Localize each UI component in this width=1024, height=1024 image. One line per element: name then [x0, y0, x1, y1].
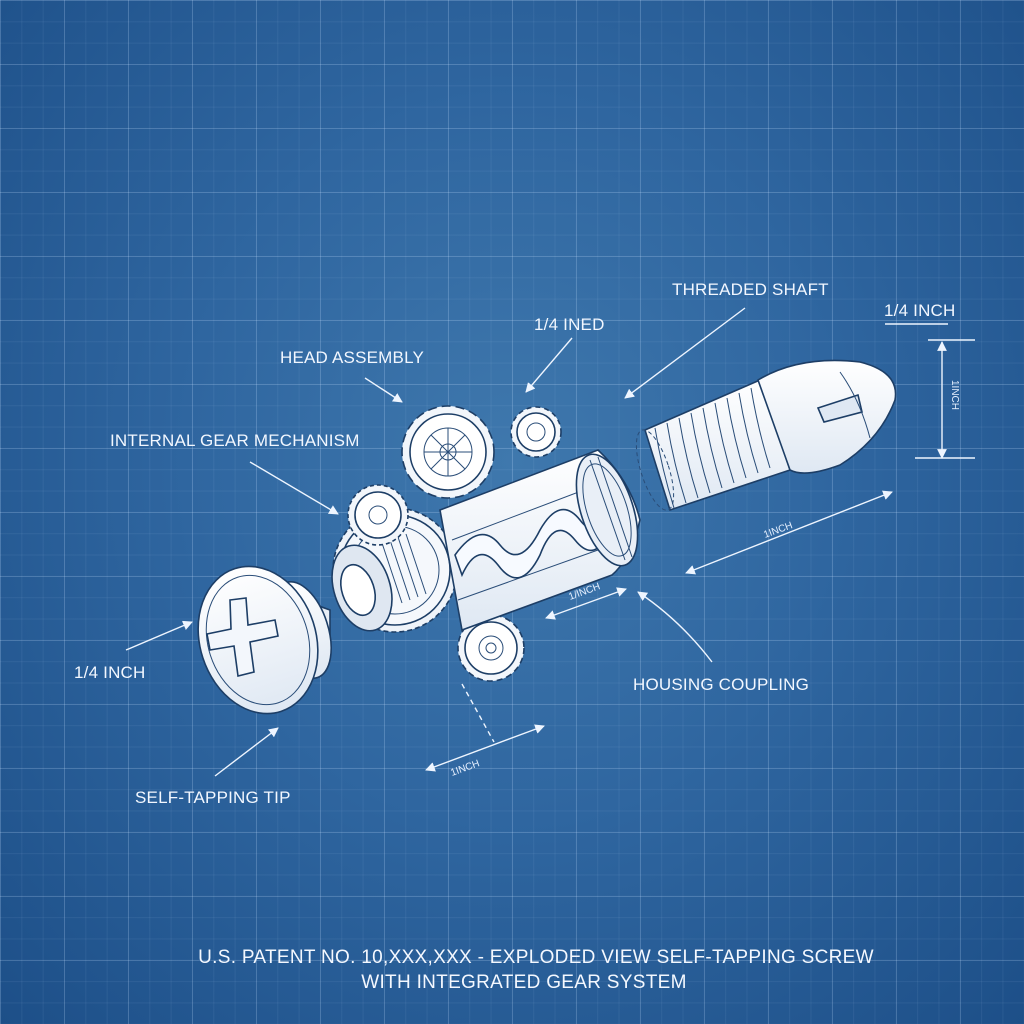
- gear-spur-teeth: [381, 533, 427, 604]
- leader-head-assembly: [364, 377, 403, 403]
- dim-housing-length: [545, 587, 627, 620]
- label-quarter-ined: 1/4 INED: [534, 315, 605, 334]
- leader-threaded-shaft: [624, 307, 746, 399]
- label-self-tapping-tip: SELF-TAPPING TIP: [135, 788, 291, 807]
- gear-small-left: [347, 484, 409, 546]
- screw-head: [197, 565, 332, 715]
- gear-lower: [457, 614, 525, 682]
- leader-quarter-inch-left: [125, 620, 193, 651]
- label-quarter-inch-top: 1/4 INCH: [884, 301, 956, 320]
- leader-housing-coupling: [637, 591, 713, 663]
- dim-label-vertical: 1INCH: [949, 380, 960, 410]
- dimension-lines: [425, 323, 975, 772]
- caption-line-1: U.S. PATENT NO. 10,XXX,XXX - EXPLODED VI…: [198, 947, 874, 968]
- threaded-shaft: [635, 359, 897, 512]
- label-head-assembly: HEAD ASSEMBLY: [280, 348, 424, 367]
- label-housing-coupling: HOUSING COUPLING: [633, 675, 809, 694]
- dim-label-lower: 1INCH: [449, 758, 481, 779]
- label-internal-gear-mechanism: INTERNAL GEAR MECHANISM: [110, 431, 360, 450]
- dim-label-shaft: 1INCH: [762, 520, 794, 541]
- leader-self-tapping-tip: [214, 727, 279, 777]
- label-threaded-shaft: THREADED SHAFT: [672, 280, 829, 299]
- dim-shaft-length: [685, 490, 893, 575]
- housing: [439, 449, 641, 632]
- leader-internal-gear: [249, 461, 339, 515]
- dim-lower-length: [425, 724, 545, 772]
- phillips-slot: [206, 597, 279, 677]
- caption-line-2: WITH INTEGRATED GEAR SYSTEM: [361, 972, 687, 993]
- label-quarter-inch-left: 1/4 INCH: [74, 663, 146, 682]
- leader-lines: [125, 307, 746, 777]
- gear-small-top: [510, 406, 562, 458]
- gear-head-assembly: [401, 405, 495, 499]
- leader-quarter-ined: [525, 337, 573, 393]
